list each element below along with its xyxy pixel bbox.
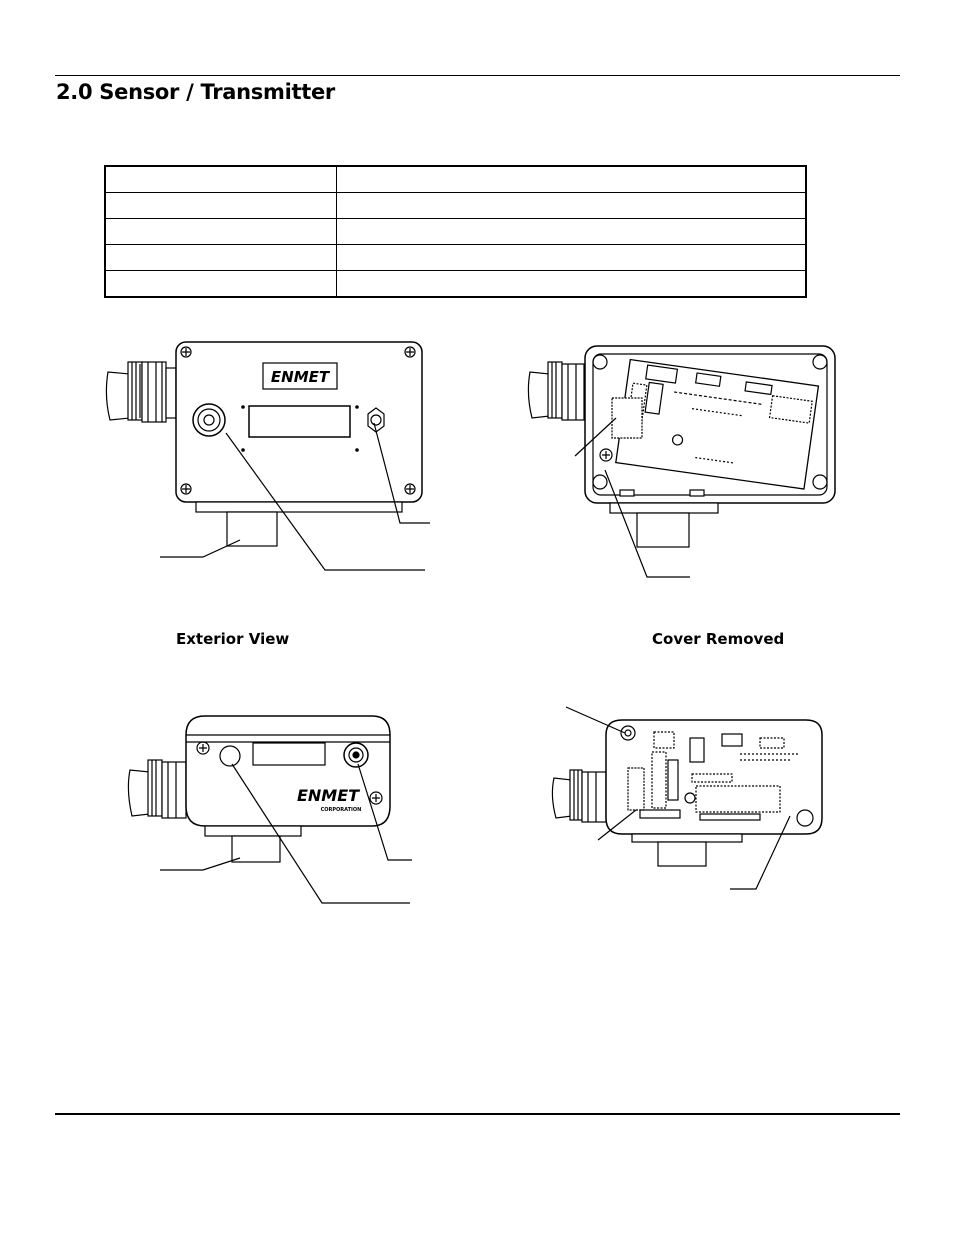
- hex-fitting-icon: [367, 407, 385, 433]
- leader-line: [574, 417, 617, 457]
- svg-text:CORPORATION: CORPORATION: [321, 807, 362, 813]
- bottom-rule: [55, 1113, 900, 1115]
- table-cell: [336, 218, 807, 245]
- screw-icon: [599, 448, 613, 462]
- leader-line: [604, 469, 690, 578]
- screw-icon: [369, 791, 383, 805]
- exterior-side-drawing: ENMET CORPORATION: [127, 715, 412, 904]
- display-window: [248, 405, 351, 438]
- leader-line: [160, 539, 241, 558]
- enmet-logo: ENMET: [262, 362, 338, 390]
- svg-text:ENMET: ENMET: [271, 368, 331, 386]
- screw-icon: [180, 483, 192, 495]
- spec-table: [104, 165, 807, 298]
- page-title: 2.0 Sensor / Transmitter: [56, 80, 335, 104]
- table-cell: [336, 270, 807, 298]
- leader-line: [225, 432, 425, 571]
- screw-icon: [196, 741, 210, 755]
- leader-line: [160, 857, 241, 871]
- cover-removed-drawing: [527, 345, 836, 578]
- cable-gland-icon: [527, 361, 585, 421]
- figure-caption-cover-removed: Cover Removed: [652, 630, 785, 648]
- table-cell: [336, 244, 807, 271]
- terminal-block: [611, 397, 643, 439]
- table-row: [104, 244, 807, 271]
- table-cell: [104, 244, 337, 271]
- table-row: [104, 270, 807, 298]
- hex-fitting-icon: [219, 745, 241, 767]
- leader-line: [357, 763, 412, 861]
- figure-caption-exterior: Exterior View: [176, 630, 290, 648]
- svg-text:ENMET: ENMET: [297, 786, 360, 805]
- table-cell: [104, 270, 337, 298]
- cable-gland-icon: [551, 769, 607, 823]
- leader-line: [597, 809, 637, 841]
- leader-line: [565, 706, 626, 734]
- screw-icon: [404, 346, 416, 358]
- top-rule: [55, 75, 900, 76]
- cable-gland-icon: [105, 361, 177, 423]
- display-window: [252, 742, 326, 766]
- board-view-drawing: [551, 706, 823, 890]
- screw-icon: [180, 346, 192, 358]
- cable-gland-icon: [127, 759, 187, 819]
- exterior-front-drawing: ENMET: [105, 341, 430, 571]
- screw-icon: [404, 483, 416, 495]
- connector-knob-icon: [343, 742, 369, 768]
- table-row: [104, 192, 807, 219]
- circuit-board: [627, 731, 800, 821]
- leader-line: [231, 763, 410, 904]
- table-cell: [336, 192, 807, 219]
- leader-line: [373, 422, 430, 524]
- leader-line: [730, 815, 791, 890]
- enmet-logo: ENMET CORPORATION: [297, 786, 361, 813]
- connector-knob-icon: [192, 403, 226, 437]
